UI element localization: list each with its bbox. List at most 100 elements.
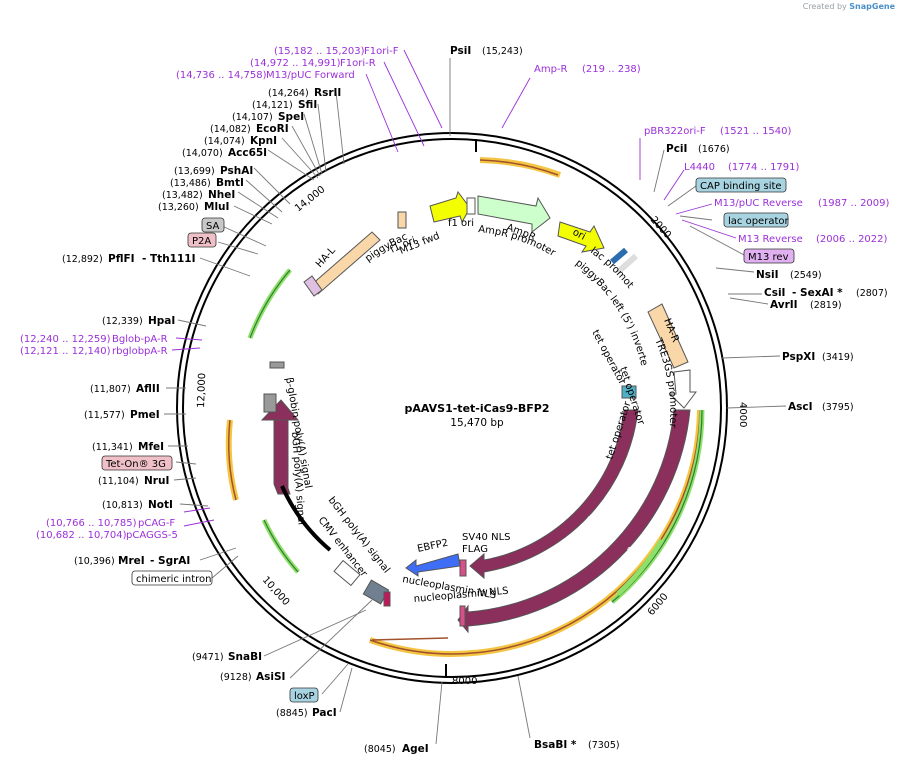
primer-ampr-pos: (219 .. 238) (582, 64, 641, 75)
enzyme-pshai: PshAI (220, 165, 253, 177)
primer-pcaggs: pCAGGS-5 (126, 530, 178, 541)
f1-ori-text-direct: f1 ori (448, 218, 474, 229)
leader-rbglob (171, 347, 201, 351)
enzyme-spei-pos: (14,107) (232, 112, 273, 123)
enzyme-nsii-pos: (2549) (790, 270, 822, 281)
leader-p2a (217, 241, 259, 255)
leader-paci (339, 667, 353, 713)
feature-green-lower-right (616, 538, 665, 596)
enzyme-sgrai: - SgrAI (150, 555, 190, 567)
ebfp2-arrow (405, 553, 461, 577)
leader-f1ori-f (403, 49, 443, 129)
enzyme-nsii: NsiI (756, 269, 779, 281)
enzyme-mrei-pos: (10,396) (74, 556, 115, 567)
enzyme-csii: CsiI (764, 287, 785, 299)
chimeric-intron-label: chimeric intron (136, 574, 211, 585)
enzyme-sfii: SfiI (298, 99, 317, 111)
plasmid-length: 15,470 bp (450, 417, 504, 429)
enzyme-sgrai-name: SgrAI (158, 555, 190, 567)
primer-pcag-f-pos: (10,766 .. 10,785) (46, 518, 137, 529)
enzyme-mlui-pos: (13,260) (158, 202, 199, 213)
tick-marks (445, 139, 477, 678)
plasmid-name: pAAVS1-tet-iCas9-BFP2 (405, 402, 550, 415)
feature-arc-bottom (369, 409, 703, 657)
tick-label-8000: 8000 (452, 676, 477, 687)
enzyme-ecori-pos: (14,082) (210, 124, 251, 135)
flag-label: FLAG (462, 544, 488, 555)
enzyme-avrii-pos: (2819) (810, 300, 842, 311)
ori-arrow (557, 221, 605, 253)
primer-pcaggs-pos: (10,682 .. 10,704) (36, 530, 127, 541)
enzyme-agei-pos: (8045) (364, 744, 396, 755)
outer-features (225, 157, 705, 657)
leader-sa (221, 225, 267, 247)
enzyme-kpni-pos: (14,074) (204, 136, 245, 147)
primer-f1ori-r-pos: (14,972 .. 14,991) (250, 58, 341, 69)
leader-lines (164, 49, 787, 745)
enzyme-nhei-pos: (13,482) (162, 190, 203, 201)
ampr-arrow (477, 195, 551, 234)
enzyme-paci: PacI (312, 707, 337, 719)
enzyme-nrui: NruI (144, 475, 169, 487)
enzyme-rsrii-pos: (14,264) (268, 88, 309, 99)
inner-features (260, 190, 697, 641)
ampr-promoter-box (466, 197, 476, 215)
leader-ampr (501, 77, 531, 129)
enzyme-kpni: KpnI (250, 135, 277, 147)
leader-acc65i (267, 149, 315, 181)
bgh-arrow (273, 419, 291, 495)
credit-brand: SnapGene (849, 2, 895, 11)
enzyme-asci-pos: (3795) (822, 402, 854, 413)
leader-bsabi (517, 675, 531, 739)
leader-spei (303, 113, 323, 175)
credit-prefix: Created by (802, 2, 847, 11)
feature-arc-top-core (479, 159, 559, 176)
primer-f1ori-f-pos: (15,182 .. 15,203) (274, 46, 365, 57)
leader-cap (667, 185, 697, 207)
enzyme-hpai-pos: (12,339) (102, 316, 143, 327)
leader-rsrii (335, 91, 345, 165)
leader-f1ori-r (383, 61, 425, 147)
enzyme-mlui: MluI (204, 201, 229, 213)
m13-rev-label: M13 rev (748, 252, 789, 263)
m13-rev-box (743, 248, 795, 264)
leader-m13puc-rev (675, 203, 713, 215)
primer-bglob-pos: (12,240 .. 12,259) (20, 334, 111, 345)
leader-m13-puc-fwd (365, 73, 399, 153)
feature-green-lower-left (261, 518, 300, 574)
leader-loxp (321, 663, 349, 695)
leader-nhei (237, 191, 279, 219)
leader-m13-reverse (681, 219, 737, 239)
enzyme-sexai: - SexAI * (792, 287, 843, 299)
enzyme-aflii-pos: (11,807) (90, 384, 131, 395)
cas9-outer-arrow (457, 409, 691, 634)
loxp-label: loxP (294, 691, 315, 702)
p2a-label: P2A (192, 236, 211, 247)
enzyme-pmei: PmeI (130, 409, 160, 421)
enzyme-mfei: MfeI (138, 441, 164, 453)
enzyme-noti-pos: (10,813) (102, 500, 143, 511)
primer-l4440-pos: (1774 .. 1791) (728, 162, 800, 173)
leader-snabi (263, 609, 367, 657)
primer-pbr322: pBR322ori-F (644, 126, 706, 137)
leader-kpni (281, 137, 319, 179)
enzyme-nrui-pos: (11,104) (98, 476, 139, 487)
tet-on-box (101, 455, 173, 471)
primer-rbglob: rbglobpA-R (112, 346, 168, 357)
p2a-box (187, 232, 217, 248)
boxed-labels: CAP binding site lac operator M13 rev SA… (101, 177, 795, 703)
ebfp2-label: EBFP2 (416, 538, 449, 555)
enzyme-paci-pos: (8845) (276, 708, 308, 719)
primer-m13-reverse: M13 Reverse (738, 234, 803, 245)
leader-pcag-f (183, 507, 211, 513)
feature-arc-top (479, 157, 562, 178)
cas9-inner-arrow (469, 409, 639, 580)
tick-label-14000: 14,000 (293, 184, 327, 214)
bgh-black-segment (280, 485, 332, 552)
lac-promoter-marker (610, 247, 628, 265)
ori-label: ori (571, 227, 588, 243)
cmv-box (333, 559, 361, 587)
enzyme-labels: PsiI (15,243) PciI (1676) NsiI (2549) Cs… (62, 45, 888, 755)
leader-tet-on (175, 461, 197, 465)
enzyme-csii-pos: (2807) (856, 288, 888, 299)
